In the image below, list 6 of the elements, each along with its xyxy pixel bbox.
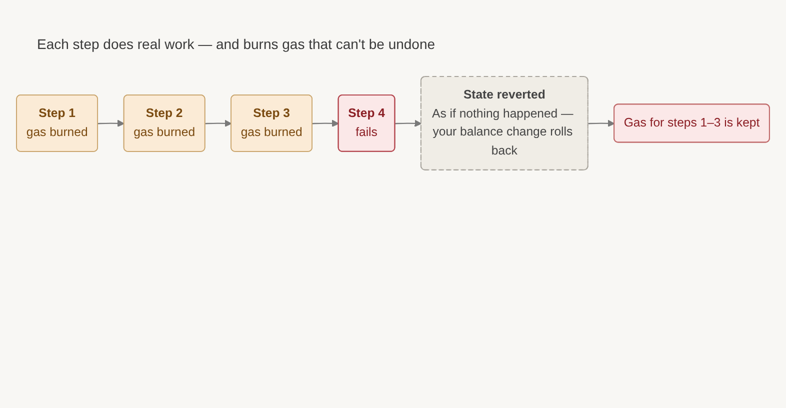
diagram-title: Each step does real work — and burns gas that can't be undone [37, 36, 436, 52]
arrow [98, 120, 125, 127]
arrow [205, 120, 232, 127]
arrow [588, 120, 615, 127]
arrow [395, 120, 422, 127]
arrow [312, 120, 340, 127]
